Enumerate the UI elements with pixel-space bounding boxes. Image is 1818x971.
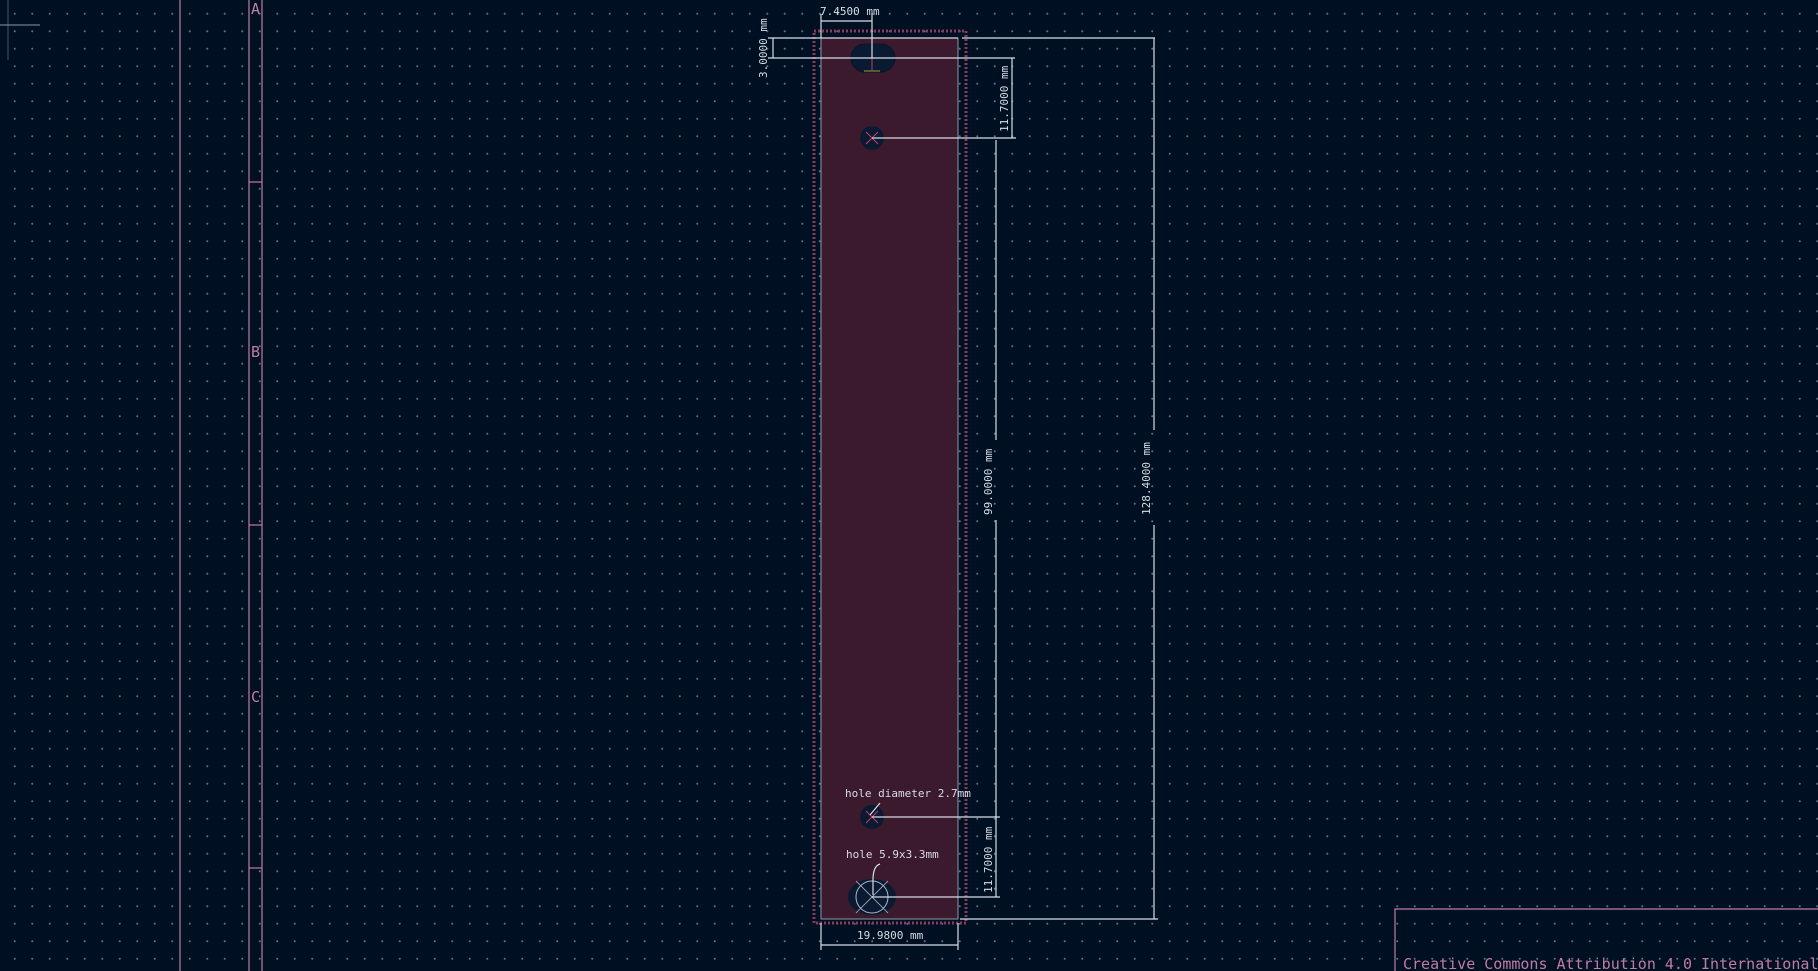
dimension-hole-spacing[interactable]: 99.0000 mm — [982, 448, 995, 515]
pcb-board[interactable] — [812, 29, 968, 925]
title-block-license: Creative Commons Attribution 4.0 Interna… — [1403, 955, 1818, 971]
row-label-a: A — [251, 0, 260, 18]
dimension-board-height[interactable]: 128.4000 mm — [1140, 442, 1153, 515]
dimension-slot-offset-y[interactable]: 3.0000 mm — [757, 18, 770, 78]
dimension-lines — [768, 14, 1158, 950]
dimension-board-width[interactable]: 19.9800 mm — [857, 929, 924, 942]
row-label-b: B — [251, 343, 260, 361]
dimension-bottom-hole-spacing[interactable]: 11.7000 mm — [982, 826, 995, 893]
dimension-hole-offset-x[interactable]: 7.4500 mm — [820, 5, 880, 18]
annotation-hole-diameter[interactable]: hole diameter 2.7mm — [845, 787, 971, 800]
dimension-top-hole-spacing[interactable]: 11.7000 mm — [998, 65, 1011, 132]
origin-crosshair-icon — [0, 0, 40, 60]
annotation-hole-slot[interactable]: hole 5.9x3.3mm — [846, 848, 939, 861]
row-label-c: C — [251, 688, 260, 706]
sheet-frame: A B C Creative Commons Attribution 4.0 I… — [179, 0, 1818, 971]
